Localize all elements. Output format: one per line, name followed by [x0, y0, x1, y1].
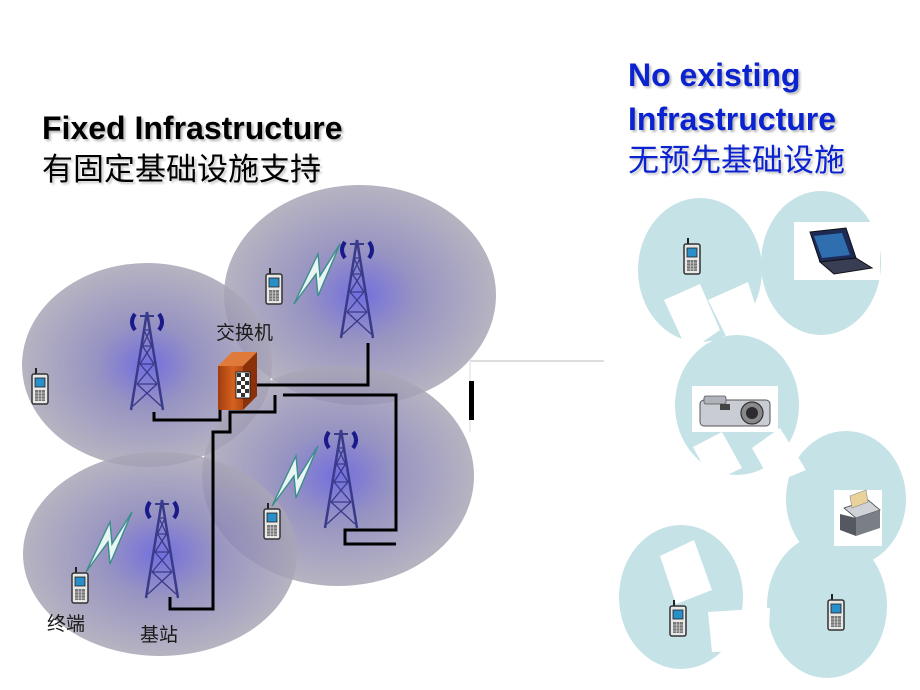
mobile-phone-icon: [669, 599, 687, 637]
right-title: No existing Infrastructure 无预先基础设施: [628, 53, 845, 181]
mobile-phone-icon: [827, 593, 845, 631]
cell-coverage-left: [22, 263, 272, 467]
laptop-icon: [794, 222, 880, 280]
left-title-zh: 有固定基础设施支持: [42, 152, 321, 188]
switch-label: 交换机: [216, 322, 274, 344]
base-station-label: 基站: [140, 624, 179, 646]
right-title-en-line1: No existing: [628, 57, 801, 93]
terminal-label: 终端: [47, 613, 86, 635]
left-title: Fixed Infrastructure 有固定基础设施支持: [42, 106, 343, 190]
switch-icon: [218, 352, 257, 410]
mobile-phone-icon: [31, 367, 49, 405]
mobile-phone-icon: [683, 237, 701, 275]
right-title-zh: 无预先基础设施: [628, 143, 845, 179]
cell-coverage-top: [224, 185, 496, 405]
printer-icon: [834, 489, 882, 546]
left-title-en: Fixed Infrastructure: [42, 110, 343, 146]
mobile-phone-icon: [263, 502, 281, 540]
right-title-en-line2: Infrastructure: [628, 101, 837, 137]
divider: [469, 360, 604, 432]
adhoc-gaps: [660, 282, 806, 652]
wired-links: [152, 343, 398, 611]
camera-icon: [692, 386, 778, 432]
cell-coverage-bottom: [23, 452, 297, 656]
mobile-phone-icon: [71, 566, 89, 604]
coverage-cells: [22, 185, 496, 656]
mobile-phone-icon: [265, 267, 283, 305]
